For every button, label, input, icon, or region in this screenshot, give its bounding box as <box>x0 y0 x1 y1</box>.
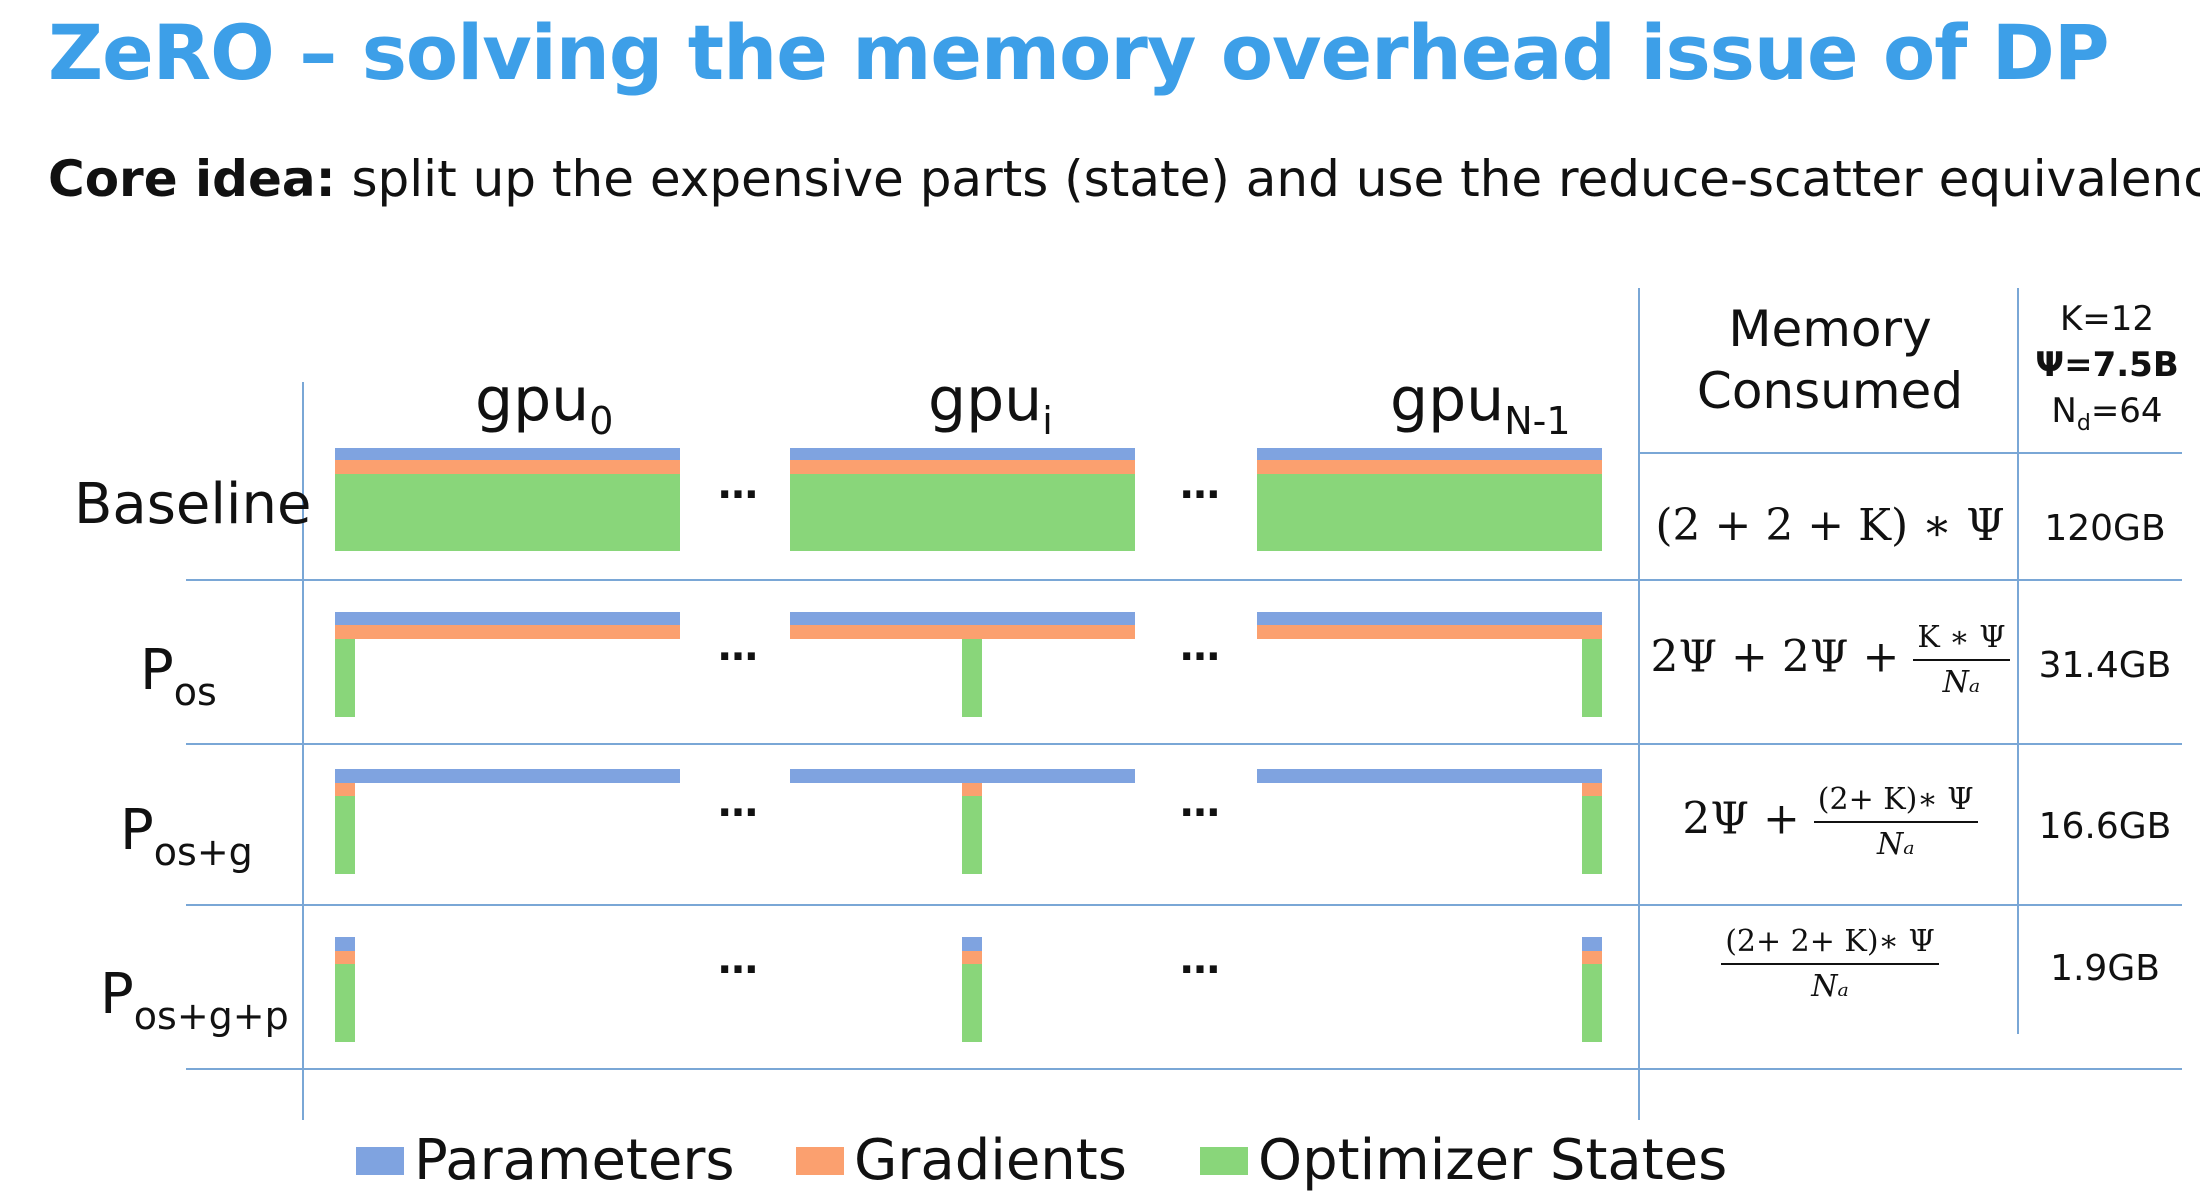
posgp-gpu0-params <box>335 937 355 951</box>
legend-swatch-parameters <box>356 1146 404 1175</box>
grid-vline-params <box>2017 288 2019 1034</box>
param-nd: Nd=64 <box>2051 391 2163 436</box>
pos-gpu0-optimizer <box>335 639 355 717</box>
posg-gpui-params <box>790 769 1135 783</box>
memory-posg: 16.6GB <box>2038 806 2172 847</box>
pos-gpuN-optimizer <box>1582 639 1602 717</box>
params-header: K=12 Ψ=7.5B Nd=64 <box>2022 296 2192 447</box>
posg-gpu0-grads <box>335 783 355 796</box>
memory-baseline: 120GB <box>2044 508 2166 549</box>
dots-r1-b: … <box>1180 462 1222 508</box>
pos-gpuN-params <box>1257 612 1602 625</box>
pos-gpui-grads <box>790 625 1135 639</box>
posgp-gpui-optimizer <box>962 964 982 1042</box>
param-k: K=12 <box>2059 299 2155 339</box>
grid-vline-memory <box>1638 288 1640 1120</box>
core-idea-lead: Core idea: <box>48 150 336 208</box>
grid-hline-4 <box>186 1068 2182 1070</box>
param-psi: Ψ=7.5B <box>2035 345 2179 385</box>
dots-r4-a: … <box>718 937 760 983</box>
baseline-gpu0-params <box>335 448 680 460</box>
memory-pos: 31.4GB <box>2038 645 2172 686</box>
posg-gpuN-params <box>1257 769 1602 783</box>
row-label-pos: Pos <box>140 638 217 714</box>
baseline-gpui-grads <box>790 460 1135 474</box>
pos-gpui-params <box>790 612 1135 625</box>
posg-gpu0-params <box>335 769 680 783</box>
posgp-gpui-params <box>962 937 982 951</box>
posgp-gpui-grads <box>962 951 982 964</box>
posgp-gpuN-optimizer <box>1582 964 1602 1042</box>
row-label-baseline: Baseline <box>74 472 312 537</box>
baseline-gpu0-optimizer <box>335 474 680 551</box>
posgp-gpu0-optimizer <box>335 964 355 1042</box>
dots-r1-a: … <box>718 462 760 508</box>
legend-gradients: Gradients <box>796 1128 1127 1193</box>
legend-swatch-optimizer <box>1200 1146 1248 1175</box>
pos-gpu0-grads <box>335 625 680 639</box>
dots-r4-b: … <box>1180 937 1222 983</box>
posgp-gpu0-grads <box>335 951 355 964</box>
memory-consumed-header: Memory Consumed <box>1696 300 1964 420</box>
legend-swatch-gradients <box>796 1146 844 1175</box>
grid-hline-header <box>1640 452 2182 454</box>
pos-gpu0-params <box>335 612 680 625</box>
posgp-gpuN-params <box>1582 937 1602 951</box>
pos-gpui-optimizer <box>962 639 982 717</box>
dots-r2-b: … <box>1180 624 1222 670</box>
row-label-posg: Pos+g <box>120 798 253 874</box>
legend-optimizer-states: Optimizer States <box>1200 1128 1727 1193</box>
posg-gpu0-optimizer <box>335 796 355 874</box>
row-label-posgp: Pos+g+p <box>100 962 289 1038</box>
posg-gpui-optimizer <box>962 796 982 874</box>
posgp-gpuN-grads <box>1582 951 1602 964</box>
dots-r3-a: … <box>718 780 760 826</box>
gpu0-header: gpu0 <box>475 365 614 443</box>
baseline-gpuN-params <box>1257 448 1602 460</box>
formula-baseline: (2 + 2 + K) ∗ Ψ <box>1655 500 2005 551</box>
baseline-gpui-optimizer <box>790 474 1135 551</box>
posg-gpui-grads <box>962 783 982 796</box>
grid-hline-3 <box>186 904 2182 906</box>
baseline-gpuN-grads <box>1257 460 1602 474</box>
baseline-gpui-params <box>790 448 1135 460</box>
dots-r2-a: … <box>718 624 760 670</box>
grid-hline-1 <box>186 579 2182 581</box>
core-idea-text: split up the expensive parts (state) and… <box>335 150 2200 208</box>
grid-hline-2 <box>186 743 2182 745</box>
baseline-gpuN-optimizer <box>1257 474 1602 551</box>
gpuN-header: gpuN-1 <box>1390 365 1571 443</box>
gpui-header: gpui <box>928 365 1053 443</box>
grid-vline-left <box>302 382 304 1120</box>
baseline-gpu0-grads <box>335 460 680 474</box>
pos-gpuN-grads <box>1257 625 1602 639</box>
legend-parameters: Parameters <box>356 1128 735 1193</box>
slide-title: ZeRO – solving the memory overhead issue… <box>48 8 2110 97</box>
posg-gpuN-grads <box>1582 783 1602 796</box>
posg-gpuN-optimizer <box>1582 796 1602 874</box>
core-idea: Core idea: split up the expensive parts … <box>48 150 2200 208</box>
dots-r3-b: … <box>1180 780 1222 826</box>
memory-posgp: 1.9GB <box>2050 948 2160 989</box>
